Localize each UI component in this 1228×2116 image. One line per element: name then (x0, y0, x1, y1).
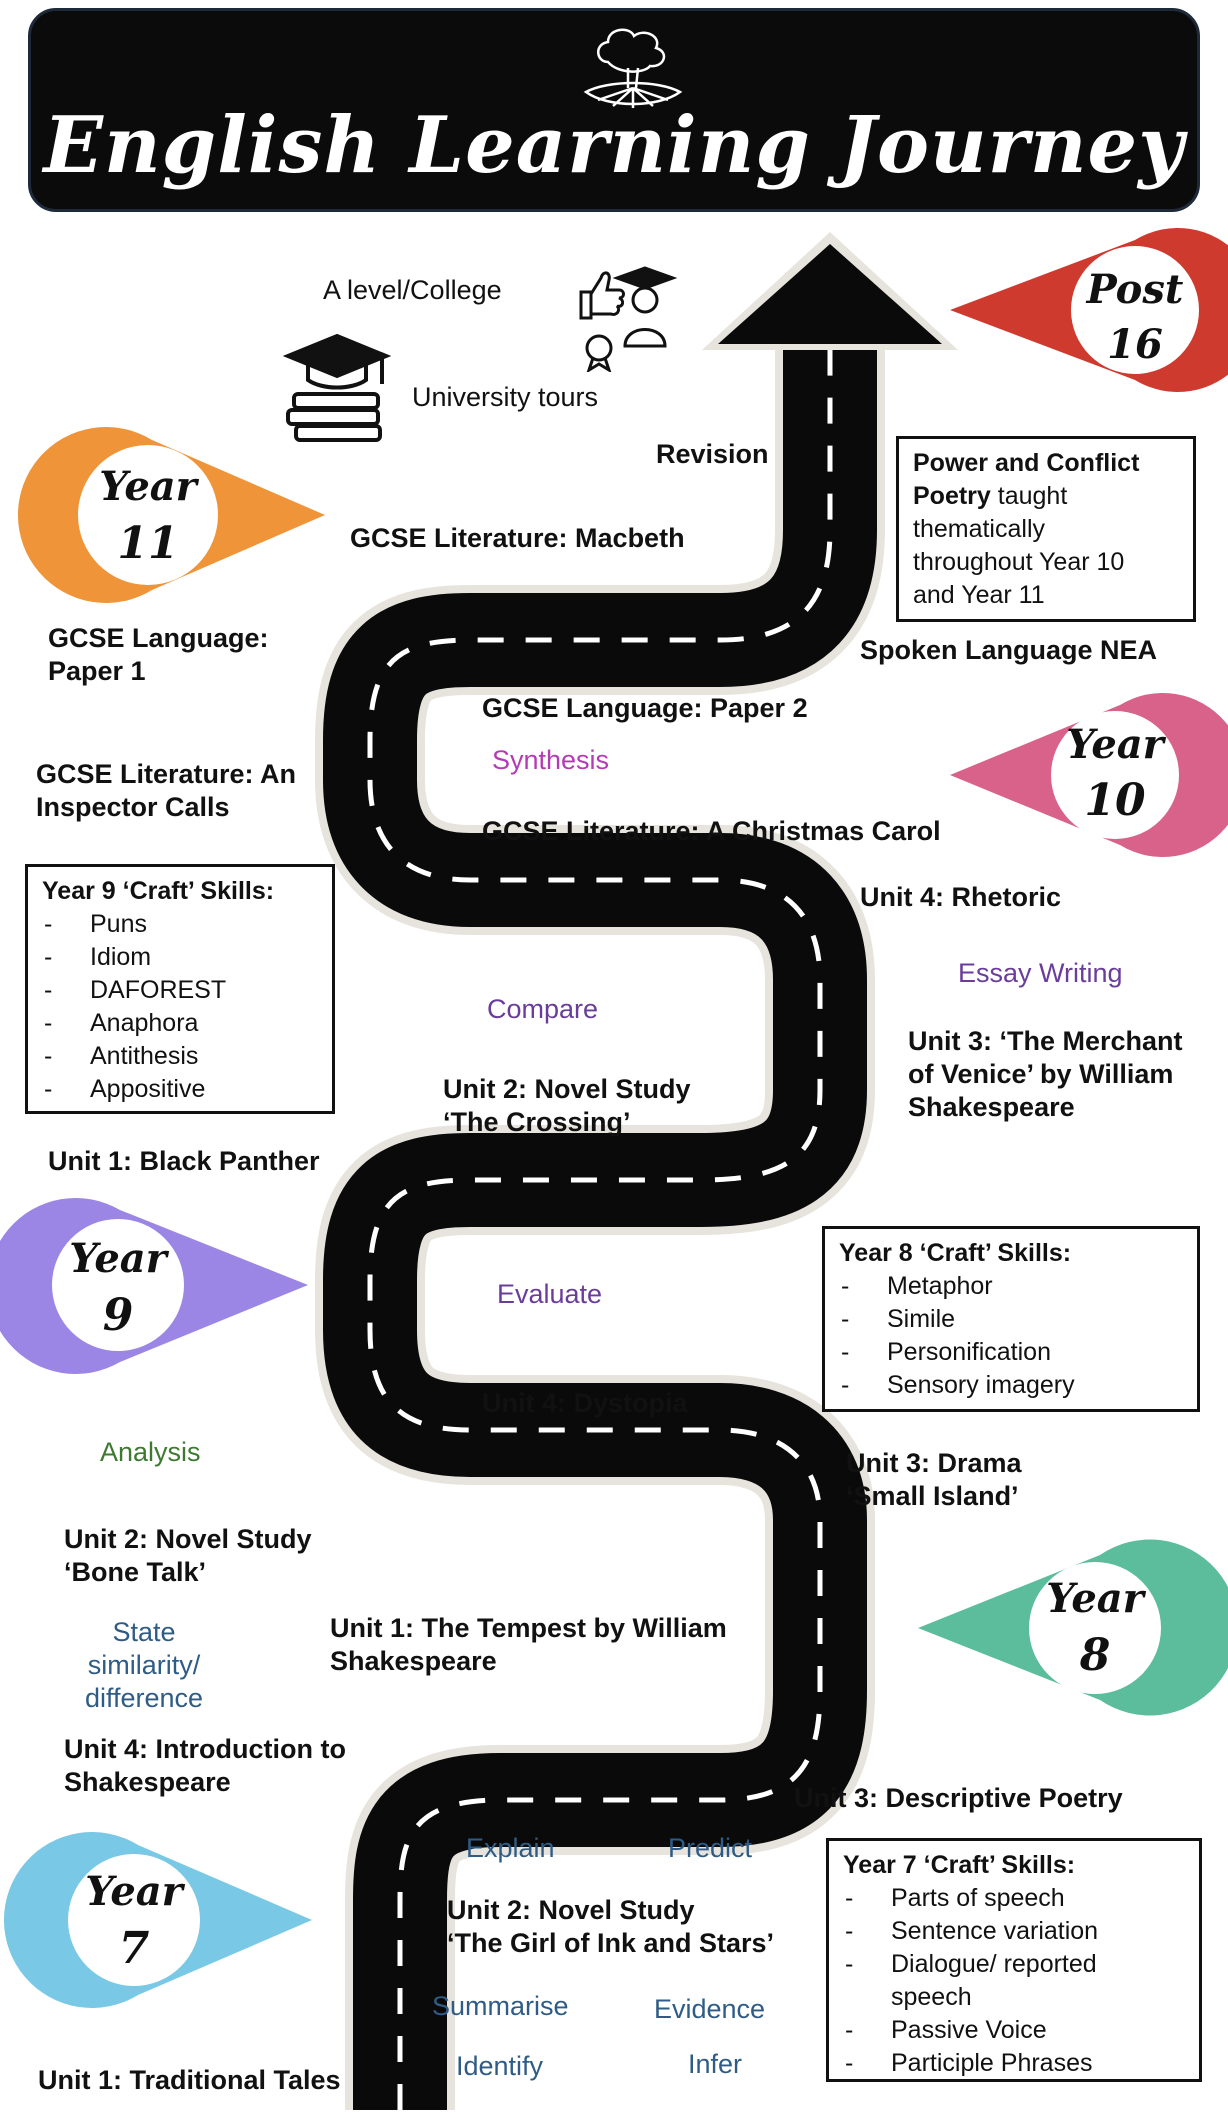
list-item: DAFOREST (42, 974, 318, 1007)
skill-synthesis: Synthesis (492, 745, 610, 775)
list-item: Sentence variation (843, 1915, 1185, 1948)
list-item: Dialogue/ reported (843, 1948, 1185, 1981)
unit3-descriptive-poetry-label: Unit 3: Descriptive Poetry (794, 1783, 1123, 1813)
skill-explain: Explain (466, 1833, 555, 1863)
unit2-girl-of-ink-and-stars-label: Unit 2: Novel Study‘The Girl of Ink and … (447, 1895, 775, 1958)
unit2-bone-talk-label: Unit 2: Novel Study‘Bone Talk’ (64, 1524, 312, 1587)
year9-craft-skills-box: Year 9 ‘Craft’ Skills: Puns Idiom DAFORE… (25, 864, 335, 1114)
svg-text:Year: Year (69, 1235, 169, 1282)
year8-craft-skills-box: Year 8 ‘Craft’ Skills: Metaphor Simile P… (822, 1226, 1200, 1412)
power-conflict-box: Power and Conflict Poetry taught themati… (896, 436, 1196, 622)
unit3-small-island-label: Unit 3: Drama‘Small Island’ (846, 1448, 1022, 1511)
unit2-the-crossing-label: Unit 2: Novel Study‘The Crossing’ (443, 1074, 691, 1137)
skill-evidence: Evidence (654, 1994, 766, 2024)
year7-craft-skills-box: Year 7 ‘Craft’ Skills: Parts of speech S… (826, 1838, 1202, 2082)
list-item: speech (891, 1983, 972, 2011)
skill-essay-writing: Essay Writing (958, 958, 1123, 988)
list-item: Idiom (42, 941, 318, 974)
skill-identify: Identify (456, 2051, 544, 2081)
spoken-language-nea-label: Spoken Language NEA (860, 635, 1158, 665)
svg-text:Year: Year (99, 463, 199, 510)
pin-year9: Year 9 (0, 1198, 308, 1374)
skill-analysis: Analysis (100, 1437, 201, 1467)
pin-year11: Year 11 (17, 427, 326, 603)
gcse-literature-christmas-carol-label: GCSE Literature: A Christmas Carol (482, 816, 941, 846)
svg-text:7: 7 (119, 1923, 150, 1974)
list-item: Participle Phrases (843, 2047, 1185, 2080)
graduation-books-icon (282, 333, 392, 442)
pin-year8: Year 8 (918, 1539, 1228, 1716)
list-item: Puns (42, 908, 318, 941)
a-level-college-label: A level/College (323, 275, 502, 305)
list-item: Simile (839, 1303, 1183, 1336)
pin-year7: Year 7 (3, 1832, 312, 2009)
list-item: Metaphor (839, 1270, 1183, 1303)
unit1-traditional-tales-label: Unit 1: Traditional Tales (38, 2065, 341, 2095)
pin-year10: Year 10 (950, 693, 1228, 857)
svg-text:9: 9 (103, 1290, 134, 1341)
unit4-rhetoric-label: Unit 4: Rhetoric (860, 882, 1062, 912)
unit4-dystopia-label: Unit 4: Dystopia (482, 1388, 688, 1418)
pin-post16: Post 16 (950, 228, 1228, 392)
gcse-literature-macbeth-label: GCSE Literature: Macbeth (350, 523, 685, 553)
gcse-language-paper2-label: GCSE Language: Paper 2 (482, 693, 808, 723)
thumbs-up-graduate-icon (579, 266, 677, 372)
list-item: Antithesis (42, 1040, 318, 1073)
list-item: Sensory imagery (839, 1369, 1183, 1402)
svg-text:Year: Year (1066, 721, 1166, 768)
svg-text:8: 8 (1079, 1630, 1111, 1681)
svg-text:Post: Post (1086, 266, 1184, 313)
list-item: Appositive (42, 1073, 318, 1106)
skill-infer: Infer (688, 2049, 743, 2079)
svg-text:16: 16 (1107, 321, 1163, 368)
skill-evaluate: Evaluate (497, 1279, 603, 1309)
tree-logo-icon (583, 28, 683, 108)
unit1-black-panther-label: Unit 1: Black Panther (48, 1146, 320, 1176)
list-item: Passive Voice (843, 2014, 1185, 2047)
header-banner (28, 8, 1200, 212)
university-tours-label: University tours (412, 382, 599, 412)
svg-text:Year: Year (85, 1868, 185, 1915)
revision-label: Revision (656, 439, 769, 469)
svg-text:11: 11 (117, 518, 178, 569)
list-item: Parts of speech (843, 1882, 1185, 1915)
list-item: Personification (839, 1336, 1183, 1369)
page-title: English Learning Journey (43, 100, 1185, 191)
skill-summarise: Summarise (432, 1991, 569, 2021)
gcse-language-paper1-label: GCSE Language:Paper 1 (48, 623, 269, 686)
list-item: Anaphora (42, 1007, 318, 1040)
skill-predict: Predict (668, 1833, 753, 1863)
svg-text:10: 10 (1084, 775, 1146, 826)
skill-compare: Compare (487, 994, 599, 1024)
svg-text:Year: Year (1046, 1575, 1146, 1622)
